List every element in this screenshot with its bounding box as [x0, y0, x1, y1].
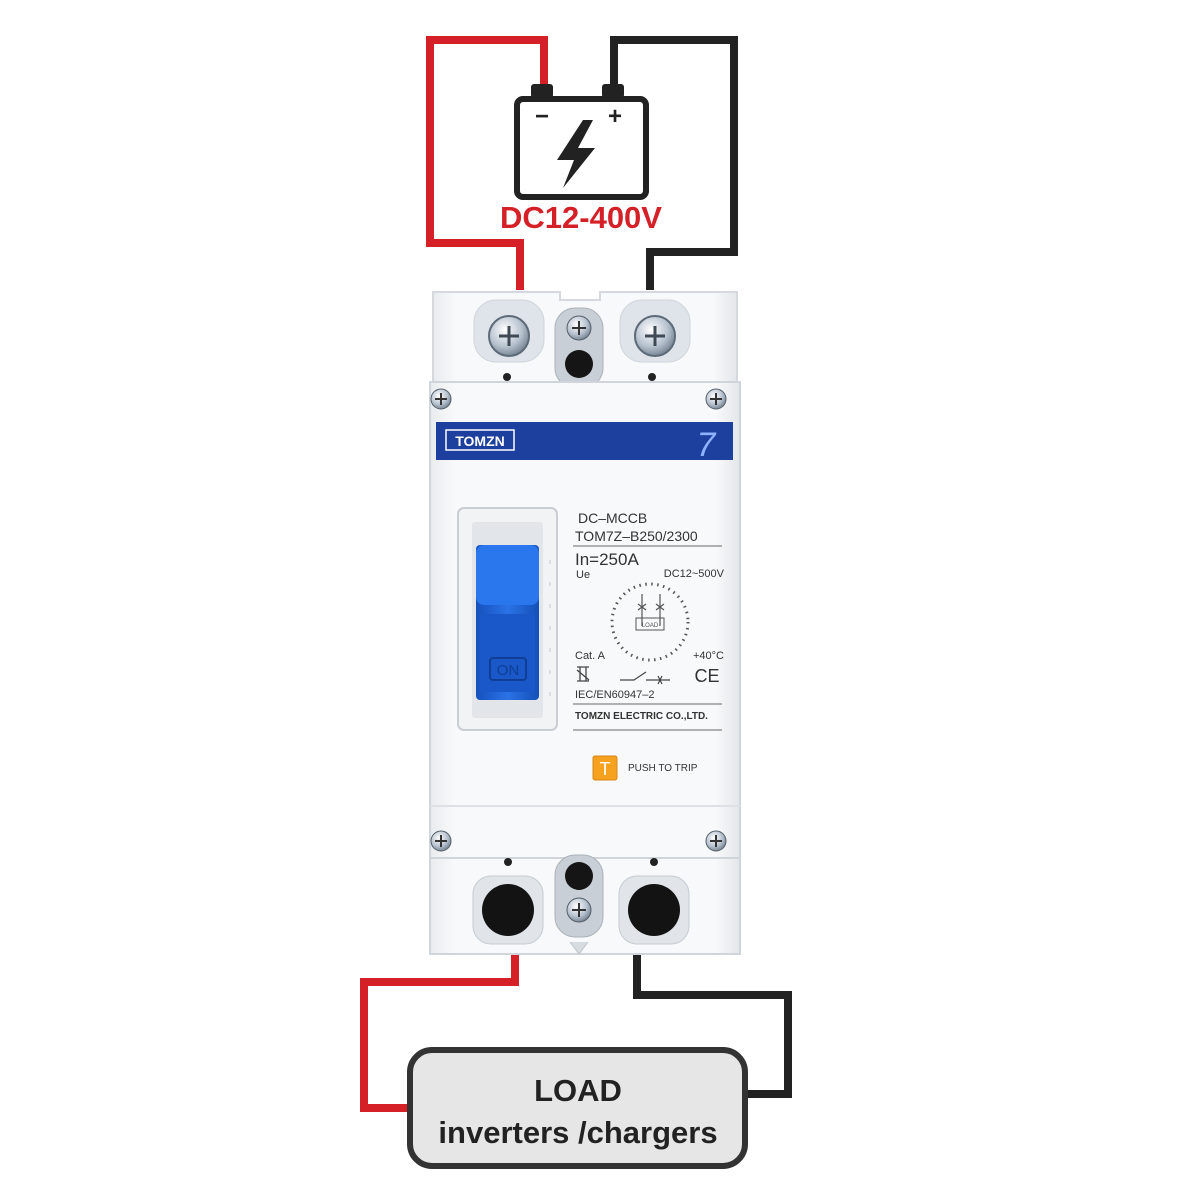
series-number: 7	[697, 426, 717, 464]
top-wires	[426, 36, 738, 290]
brand-logo-box	[445, 429, 515, 451]
push-to-trip-label: PUSH TO TRIP	[628, 763, 698, 774]
rated-current: In=250A	[575, 550, 639, 569]
circuit-symbol: LOAD	[610, 582, 690, 662]
top-middle-hole	[565, 350, 593, 378]
breaker-handle[interactable]: ON	[476, 545, 539, 700]
bottom-right-terminal-hole	[628, 884, 680, 936]
battery-negative-terminal	[531, 84, 553, 98]
isolation-symbol-icon	[576, 666, 590, 682]
load-subtitle: inverters /chargers	[438, 1115, 717, 1150]
ue-label: Ue	[576, 569, 590, 581]
brand-logo: TOMZN	[455, 433, 505, 449]
category-label: Cat. A	[575, 650, 606, 662]
bottom-middle-hole	[565, 862, 593, 890]
dc-mccb-breaker: + − TOMZN 7 ON DC–MCCB TOM7	[429, 291, 741, 955]
bottom-left-terminal-hole	[482, 884, 534, 936]
bottom-negative-wire	[633, 955, 792, 1098]
bottom-wires	[360, 955, 792, 1112]
manufacturer-label: TOMZN ELECTRIC CO.,LTD.	[575, 711, 708, 722]
breaker-type: DC–MCCB	[578, 510, 647, 526]
load-mark: LOAD	[642, 623, 659, 629]
top-positive-wire	[426, 36, 548, 290]
handle-on-marker	[489, 657, 527, 681]
source-voltage-label: DC12-400V	[500, 200, 662, 235]
trip-button-letter: T	[600, 759, 611, 779]
ce-mark: CE	[694, 666, 719, 686]
battery-plus-sign: +	[608, 103, 622, 130]
breaker-model: TOM7Z–B250/2300	[575, 528, 698, 544]
temperature-label: +40°C	[693, 650, 724, 662]
battery-source: − + DC12-400V	[500, 84, 662, 235]
ue-value: DC12~500V	[664, 568, 725, 580]
battery-positive-terminal	[602, 84, 624, 98]
standard-label: IEC/EN60947–2	[575, 689, 655, 701]
top-negative-wire	[610, 36, 738, 290]
load-box: LOAD inverters /chargers	[407, 1047, 748, 1169]
handle-on-label: ON	[497, 662, 520, 679]
battery-minus-sign: −	[535, 103, 549, 130]
switch-symbol-icon	[620, 671, 670, 685]
lightning-bolt-icon	[557, 120, 595, 188]
push-to-trip-button[interactable]: T	[592, 755, 618, 781]
load-title: LOAD	[534, 1073, 622, 1108]
bottom-positive-wire	[360, 955, 519, 1112]
brand-band	[436, 422, 733, 460]
